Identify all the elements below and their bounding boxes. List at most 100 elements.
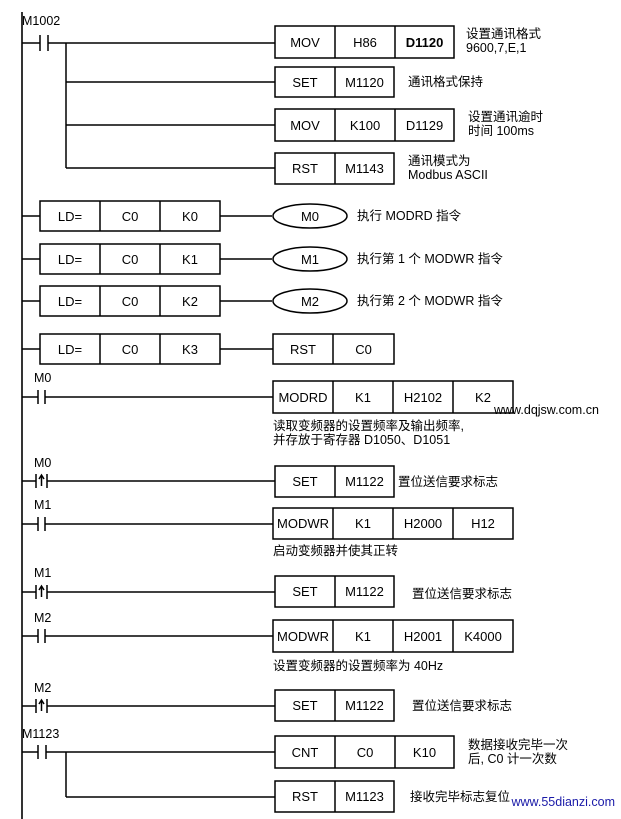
opcode: RST: [292, 789, 318, 804]
instruction-mov-k100: MOV K100 D1129 设置通讯逾时 时间 100ms: [274, 108, 544, 142]
comment: 置位送信要求标志: [398, 474, 498, 489]
operand: K100: [350, 118, 380, 133]
rung-m1002: M1002 MOV H86 D1120 设置通讯格式 9600,7,E,1 SE…: [22, 14, 544, 185]
rung-m2-rising-set: M2 SET M1122 置位送信要求标志: [22, 681, 512, 722]
operand: M1123: [345, 789, 384, 804]
rung-m0-rising-set: M0 SET M1122 置位送信要求标志: [22, 456, 498, 498]
operand: M1122: [345, 474, 384, 489]
opcode: CNT: [292, 745, 319, 760]
comment: 执行第 1 个 MODWR 指令: [357, 251, 503, 266]
operand: K1: [355, 516, 371, 531]
opcode: RST: [292, 161, 318, 176]
comment: 设置通讯逾时: [468, 109, 544, 124]
comment: 执行 MODRD 指令: [357, 208, 462, 223]
contact-label: M1002: [22, 14, 60, 28]
opcode: MODWR: [277, 629, 329, 644]
comment: 后, C0 计一次数: [468, 751, 557, 766]
rung-m1123: M1123 CNT C0 K10 数据接收完毕一次 后, C0 计一次数 RST…: [22, 727, 568, 813]
output-coil: [272, 203, 348, 229]
opcode: SET: [292, 474, 317, 489]
operand: C0: [355, 342, 372, 357]
rung-m1-rising-set: M1 SET M1122 置位送信要求标志: [22, 566, 512, 608]
operand: M1143: [345, 161, 384, 176]
instruction-set-m1120: SET M1120 通讯格式保持: [274, 66, 483, 98]
compare-op: LD=: [58, 342, 82, 357]
comment: 数据接收完毕一次: [468, 737, 568, 752]
compare-op: LD=: [58, 209, 82, 224]
comment: 启动变频器并使其正转: [273, 543, 398, 558]
contact-label: M1: [34, 566, 51, 580]
compare-operand: C0: [122, 342, 139, 357]
opcode: MOV: [290, 35, 320, 50]
opcode: MODRD: [278, 390, 327, 405]
watermark: www.55dianzi.com: [510, 795, 615, 809]
comment: 设置变频器的设置频率为 40Hz: [273, 658, 443, 673]
watermark: www.dqjsw.com.cn: [493, 403, 599, 417]
operand: H2102: [404, 390, 442, 405]
contact-label: M0: [34, 371, 51, 385]
contact-label: M2: [34, 681, 51, 695]
compare-operand: K0: [182, 209, 198, 224]
operand: H86: [353, 35, 377, 50]
comment: 读取变频器的设置频率及输出频率,: [273, 418, 464, 433]
comment: 时间 100ms: [468, 124, 534, 138]
normally-open-contact: [22, 35, 275, 169]
coil-label: M2: [301, 294, 319, 309]
operand: M1120: [345, 75, 384, 90]
rung-m2-modwr: M2 MODWR K1 H2001 K4000 设置变频器的设置频率为 40Hz: [22, 611, 514, 673]
opcode: SET: [292, 698, 317, 713]
operand: K1: [355, 629, 371, 644]
comment: Modbus ASCII: [408, 168, 488, 182]
operand: K4000: [464, 629, 502, 644]
rising-edge-contact: [22, 473, 275, 488]
compare-operand: C0: [122, 209, 139, 224]
rung-compare-k3: LD= C0 K3 RST C0: [22, 333, 395, 365]
operand: D1120: [406, 35, 444, 50]
rung-m1-modwr: M1 MODWR K1 H2000 H12 启动变频器并使其正转: [22, 498, 514, 558]
operand: D1129: [406, 118, 443, 133]
comment: 通讯格式保持: [408, 74, 483, 89]
coil-label: M0: [301, 209, 319, 224]
operand: K10: [413, 745, 436, 760]
operand: M1122: [345, 584, 384, 599]
operand: K2: [475, 390, 491, 405]
contact-label: M2: [34, 611, 51, 625]
comment: 并存放于寄存器 D1050、D1051: [273, 432, 450, 447]
instruction-rst-m1143: RST M1143 通讯模式为 Modbus ASCII: [274, 152, 488, 185]
operand: C0: [357, 745, 374, 760]
operand: H2000: [404, 516, 442, 531]
comment: 接收完毕标志复位: [410, 789, 510, 804]
contact-label: M0: [34, 456, 51, 470]
rung-m0-modrd: M0 MODRD K1 H2102 K2 读取变频器的设置频率及输出频率, 并存…: [22, 371, 514, 447]
opcode: RST: [290, 342, 316, 357]
opcode: MODWR: [277, 516, 329, 531]
coil-label: M1: [301, 252, 319, 267]
compare-operand: C0: [122, 294, 139, 309]
compare-operand: K2: [182, 294, 198, 309]
compare-operand: K1: [182, 252, 198, 267]
operand: M1122: [345, 698, 384, 713]
operand: K1: [355, 390, 371, 405]
comment: 置位送信要求标志: [412, 698, 512, 713]
opcode: MOV: [290, 118, 320, 133]
contact-label: M1: [34, 498, 51, 512]
compare-op: LD=: [58, 252, 82, 267]
compare-op: LD=: [58, 294, 82, 309]
comment: 设置通讯格式: [466, 26, 542, 41]
comment: 执行第 2 个 MODWR 指令: [357, 293, 503, 308]
operand: H12: [471, 516, 495, 531]
opcode: SET: [292, 75, 317, 90]
comment: 通讯模式为: [408, 154, 471, 168]
operand: H2001: [404, 629, 442, 644]
compare-operand: K3: [182, 342, 198, 357]
comment: 9600,7,E,1: [466, 41, 527, 55]
output-coil: [272, 246, 348, 272]
opcode: SET: [292, 584, 317, 599]
output-coil: [272, 288, 348, 314]
rung-compare-k1: LD= C0 K1 M1 执行第 1 个 MODWR 指令: [22, 243, 503, 275]
comment: 置位送信要求标志: [412, 586, 512, 601]
compare-operand: C0: [122, 252, 139, 267]
instruction-mov-h86: MOV H86 D1120 设置通讯格式 9600,7,E,1: [274, 25, 542, 59]
rung-compare-k0: LD= C0 K0 M0 执行 MODRD 指令: [22, 200, 462, 232]
